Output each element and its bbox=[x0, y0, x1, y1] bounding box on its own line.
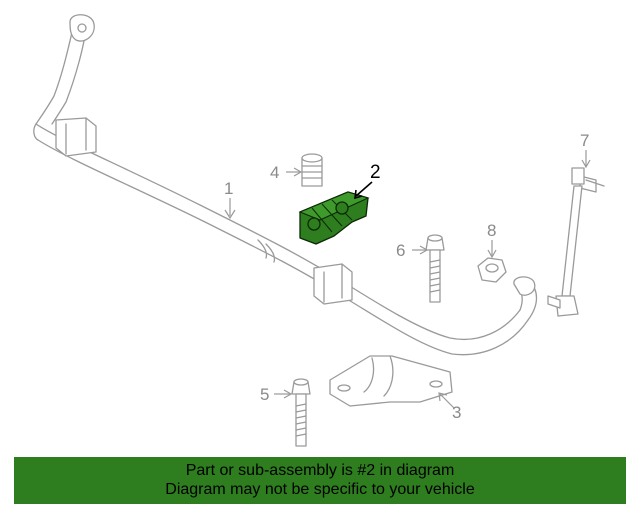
callout-5: 5 bbox=[260, 385, 269, 404]
leader-lines bbox=[224, 150, 591, 409]
callout-2: 2 bbox=[370, 162, 381, 183]
banner-line-1: Part or sub-assembly is #2 in diagram bbox=[185, 462, 455, 479]
bracket-part-3 bbox=[329, 355, 453, 407]
bolt-part-5 bbox=[291, 378, 311, 447]
nut-part-8 bbox=[477, 257, 507, 283]
highlighted-bracket-part-2 bbox=[298, 191, 370, 245]
callout-3: 3 bbox=[452, 403, 461, 422]
callout-labels: 1 2 3 4 5 6 7 8 bbox=[224, 131, 589, 422]
callout-4: 4 bbox=[270, 163, 279, 182]
callout-1: 1 bbox=[224, 179, 233, 198]
stabilizer-link-part-7 bbox=[547, 167, 605, 317]
stabilizer-bar bbox=[33, 14, 538, 356]
info-banner: Part or sub-assembly is #2 in diagram Di… bbox=[14, 457, 626, 504]
banner-line-2: Diagram may not be specific to your vehi… bbox=[165, 481, 475, 498]
bolt-part-6 bbox=[425, 234, 445, 303]
callout-6: 6 bbox=[396, 241, 405, 260]
callout-8: 8 bbox=[487, 221, 496, 240]
bushing-part-4 bbox=[301, 153, 323, 187]
callout-7: 7 bbox=[580, 131, 589, 150]
